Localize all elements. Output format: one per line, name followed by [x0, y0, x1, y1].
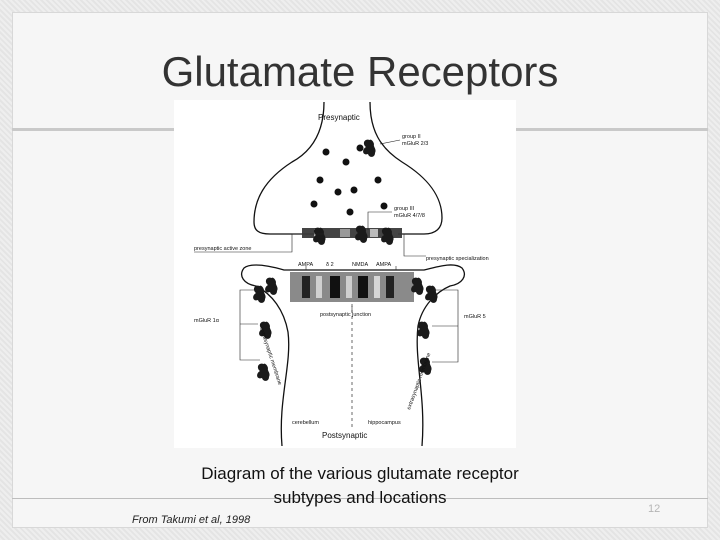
- caption-line-1: Diagram of the various glutamate recepto…: [201, 464, 519, 483]
- mglur5-receptor-icon: [425, 285, 438, 303]
- page-number: 12: [648, 503, 661, 515]
- mglur5-label: mGluR 5: [464, 314, 486, 320]
- mglur1a-receptor-icon: [265, 277, 278, 295]
- hippocampus-label: hippocampus: [368, 420, 401, 426]
- synapse-diagram: Presynaptic group II mGluR 2/3 group III…: [174, 100, 516, 448]
- nmda-label: NMDA: [352, 262, 369, 268]
- mglur5-receptor-icon: [417, 321, 430, 339]
- leader-lines: [194, 139, 459, 363]
- ampa-left-label: AMPA: [298, 262, 314, 268]
- presynaptic-specialization-label: presynaptic specialization: [426, 256, 489, 262]
- presynaptic-active-zone-band: [302, 228, 402, 238]
- group3-label: group III: [394, 206, 415, 212]
- delta2-label: δ 2: [326, 262, 334, 268]
- slide-title: Glutamate Receptors: [161, 48, 559, 95]
- ampa-right-label: AMPA: [376, 262, 392, 268]
- source-credit: From Takumi et al, 1998: [132, 514, 251, 526]
- mglur1a-label: mGluR 1α: [194, 318, 220, 324]
- mglur1a-receptor-icon: [253, 285, 266, 303]
- mglur1a-receptor-icon: [257, 363, 270, 381]
- mglur2-3-receptor-icon: [363, 139, 376, 157]
- postsynaptic-junction-label: postsynaptic junction: [320, 312, 371, 318]
- diagram-caption: Diagram of the various glutamate recepto…: [150, 462, 570, 510]
- extrasynaptic-membrane-right-label: extrasynaptic membrane: [406, 352, 432, 411]
- caption-line-2: subtypes and locations: [273, 488, 447, 507]
- presynaptic-label: Presynaptic: [318, 113, 360, 122]
- postsynaptic-label: Postsynaptic: [322, 431, 367, 440]
- group3-receptor-label: mGluR 4/7/8: [394, 213, 425, 219]
- group2-receptor-label: mGluR 2/3: [402, 141, 428, 147]
- cerebellum-label: cerebellum: [292, 420, 319, 426]
- postsynaptic-spine-outline: [241, 264, 465, 447]
- presynaptic-active-zone-label: presynaptic active zone: [194, 246, 251, 252]
- group2-label: group II: [402, 134, 421, 140]
- synaptic-vesicles: [310, 144, 388, 216]
- footer-divider: [12, 498, 708, 499]
